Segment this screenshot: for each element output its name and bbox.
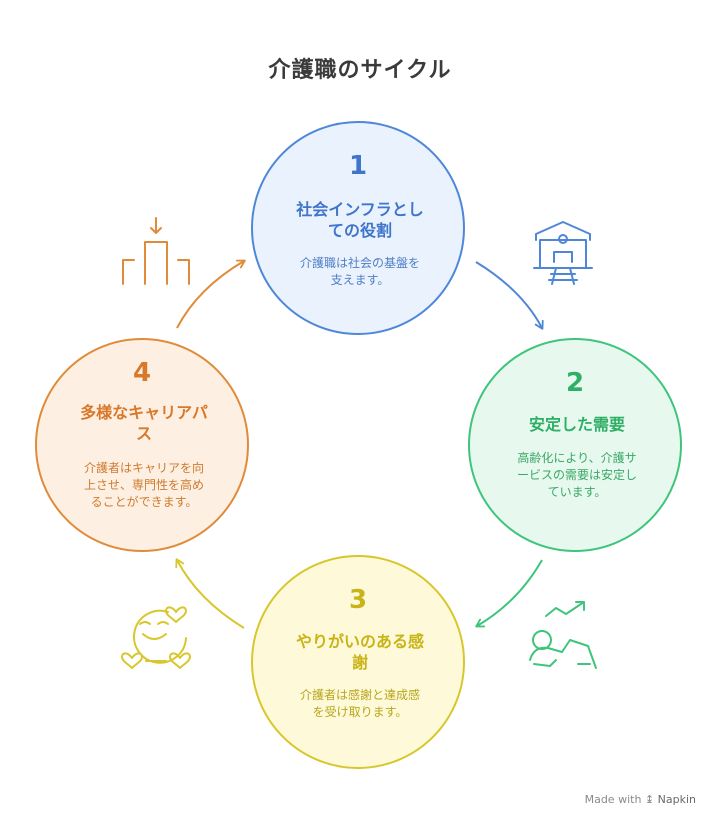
step-3-node: 3 やりがいのある感 謝 介護者は感謝と達成感 を受け取ります。 (251, 555, 465, 769)
napkin-logo-icon: ↨ (644, 793, 655, 806)
step-title-line: 多様なキャリアパ (80, 403, 208, 422)
step-title: 多様なキャリアパ ス (61, 402, 227, 444)
step-description: 介護者はキャリアを向 上させ、専門性を高め ることができます。 (65, 460, 223, 511)
made-with-footer: Made with ↨ Napkin (585, 793, 696, 806)
step-title: やりがいのある感 謝 (277, 631, 443, 673)
step-title-line: 謝 (351, 653, 368, 672)
step-description-line: を受け取ります。 (312, 705, 408, 719)
step-number: 3 (348, 585, 368, 615)
step-title-line: 安定した需要 (528, 415, 625, 434)
step-description: 介護職は社会の基盤を 支えます。 (281, 255, 439, 289)
step-title: 社会インフラとし ての役割 (277, 199, 443, 241)
step-description-line: 介護職は社会の基盤を (299, 256, 420, 270)
step-description-line: ービスの需要は安定し (516, 468, 637, 482)
step-title-line: やりがいのある感 (295, 632, 424, 651)
step-number: 4 (132, 358, 152, 388)
footer-brand: Napkin (657, 793, 696, 806)
arrow-3-to-4 (175, 558, 245, 629)
step-description-line: 高齢化により、介護サ (517, 451, 637, 465)
gratitude-hearts-icon (121, 606, 191, 669)
step-description-line: 上させ、専門性を高め (83, 478, 204, 492)
step-title: 安定した需要 (494, 414, 660, 435)
arrow-1-to-2 (475, 261, 544, 330)
step-number: 2 (565, 368, 585, 398)
step-2-node: 2 安定した需要 高齢化により、介護サ ービスの需要は安定し ています。 (468, 338, 682, 552)
step-title-line: ての役割 (327, 221, 392, 240)
step-description-line: ることができます。 (90, 495, 198, 509)
page-title: 介護職のサイクル (268, 58, 452, 83)
arrow-2-to-3 (475, 559, 543, 628)
arrow-4-to-1 (176, 259, 246, 329)
step-title-line: 社会インフラとし (296, 200, 424, 219)
step-title-line: ス (135, 424, 152, 443)
infrastructure-building-icon (533, 221, 593, 285)
step-description: 高齢化により、介護サ ービスの需要は安定し ています。 (498, 450, 656, 501)
footer-prefix: Made with (584, 793, 642, 806)
step-description-line: 支えます。 (330, 273, 390, 287)
step-1-node: 1 社会インフラとし ての役割 介護職は社会の基盤を 支えます。 (251, 121, 465, 335)
step-description-line: ています。 (547, 485, 607, 499)
career-ladder-icon (122, 217, 190, 285)
step-4-node: 4 多様なキャリアパ ス 介護者はキャリアを向 上させ、専門性を高め ることがで… (35, 338, 249, 552)
step-description: 介護者は感謝と達成感 を受け取ります。 (281, 687, 439, 721)
step-number: 1 (348, 151, 368, 181)
growth-trend-icon (529, 601, 597, 669)
step-description-line: 介護者はキャリアを向 (83, 461, 204, 475)
step-description-line: 介護者は感謝と達成感 (299, 688, 420, 702)
